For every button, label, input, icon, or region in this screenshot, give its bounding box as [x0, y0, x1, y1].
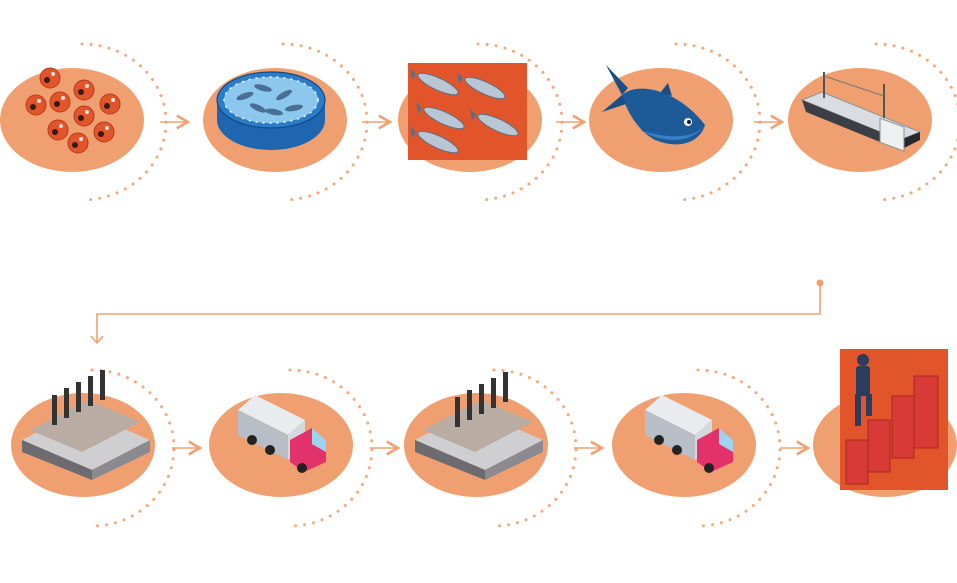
arrow-down [90, 335, 104, 345]
tuna-fish-icon [602, 65, 705, 145]
fishing-ship-icon [800, 72, 922, 152]
row-connector [90, 279, 824, 345]
businessman-climbing-bar-chart-icon [840, 349, 948, 490]
dotted-arc [696, 368, 782, 528]
small-fish-group-icon [408, 63, 527, 160]
factory-icon [22, 370, 150, 480]
row2-dotted-arcs [90, 368, 782, 528]
disc [0, 68, 144, 172]
truck-icon [238, 395, 326, 473]
truck-icon [645, 395, 733, 473]
dotted-arc [492, 368, 578, 528]
fish-eggs-icon [25, 67, 121, 154]
dotted-arc [288, 368, 374, 528]
flow-arrows [160, 114, 811, 456]
factory-icon [415, 372, 543, 480]
dotted-arc [90, 368, 176, 528]
connector-line [96, 283, 821, 342]
fish-farm-pen-icon [216, 71, 326, 150]
